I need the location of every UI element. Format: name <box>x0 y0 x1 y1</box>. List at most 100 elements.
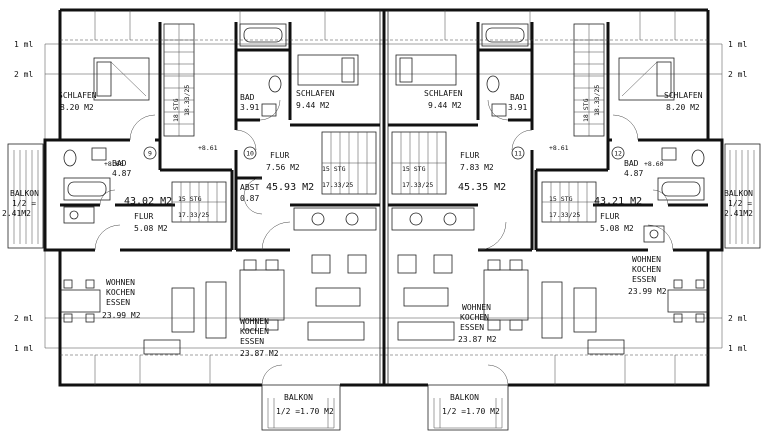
furniture-center-left <box>239 254 367 341</box>
kitchen-counter-right <box>643 225 665 243</box>
rafter-lines <box>94 10 676 385</box>
room-name-flur: FLUR <box>460 151 479 160</box>
unit-10-marker: 10 <box>243 146 257 160</box>
stair-rise-label: 17.33/25 <box>549 211 580 219</box>
unit-9-marker: 9 <box>143 146 157 160</box>
balcony-name: BALKON <box>10 189 39 198</box>
room-name-flur: FLUR <box>270 151 289 160</box>
unit-11-marker: 11 <box>511 146 525 160</box>
level-mark-1ml-left-bottom: 1 ml <box>14 344 33 353</box>
room-name-schlafen: SCHLAFEN <box>296 89 335 98</box>
interior-walls-left <box>60 22 380 252</box>
stair-left-lower <box>171 181 227 223</box>
room-area-wohnen: 23.87 M2 <box>240 349 279 358</box>
room-name-essen: ESSEN <box>240 337 264 346</box>
bed-right <box>618 57 675 101</box>
room-area-schlafen: 9.44 M2 <box>296 101 330 110</box>
stair-center-left <box>321 131 377 195</box>
room-area-schlafen: 8.20 M2 <box>666 103 700 112</box>
bath-fixtures-center-left <box>239 23 287 117</box>
stair-rise-label: 18.33/25 <box>593 85 601 116</box>
stair-label: 15 STG <box>322 165 346 173</box>
level-mark-1ml-right-top: 1 ml <box>728 40 747 49</box>
stair-label: 15 STG <box>402 165 426 173</box>
stair-left-upper <box>163 23 195 137</box>
stair-label: 15 STG <box>549 195 573 203</box>
balcony-name: BALKON <box>284 393 313 402</box>
furniture-center-right <box>397 254 529 341</box>
balcony-area: 1/2 =1.70 M2 <box>442 407 500 416</box>
room-name-kochen: KOCHEN <box>240 327 269 336</box>
stair-rise-label: 17.33/25 <box>402 181 433 189</box>
level-marker: +8.60 <box>644 160 664 168</box>
level-marker: +8.61 <box>549 144 569 152</box>
unit-12-marker: 12 <box>611 146 625 160</box>
stair-center-right <box>391 131 447 195</box>
svg-text:9: 9 <box>148 150 152 158</box>
door-swings <box>94 99 674 386</box>
stair-rise-label: 18.33/25 <box>183 85 191 116</box>
level-mark-2ml-right-top: 2 ml <box>728 70 747 79</box>
room-name-wohnen: WOHNEN <box>632 255 661 264</box>
room-area-bad: 3.91 <box>508 103 527 112</box>
svg-text:12: 12 <box>614 150 622 158</box>
room-area-schlafen: 9.44 M2 <box>428 101 462 110</box>
balcony-name: BALKON <box>450 393 479 402</box>
kitchen-counter-center-left <box>293 207 377 231</box>
balcony-area: 1/2 =1.70 M2 <box>276 407 334 416</box>
room-name-schlafen: SCHLAFEN <box>664 91 703 100</box>
room-name-bad: BAD <box>240 93 255 102</box>
bath-fixtures-center-right <box>481 23 529 117</box>
room-area-bad: 4.87 <box>112 169 131 178</box>
level-mark-1ml-right-bottom: 1 ml <box>728 344 747 353</box>
level-marker: +8.60 <box>104 160 124 168</box>
room-area-wohnen: 23.99 M2 <box>102 311 141 320</box>
stair-rise-label: 17.33/25 <box>322 181 353 189</box>
balcony-bottom-left <box>261 384 341 431</box>
room-name-flur: FLUR <box>600 212 619 221</box>
room-name-essen: ESSEN <box>632 275 656 284</box>
room-name-bad: BAD <box>112 159 127 168</box>
kitchen-counter-center-right <box>391 207 475 231</box>
room-name-kochen: KOCHEN <box>460 313 489 322</box>
room-name-wohnen: WOHNEN <box>106 278 135 287</box>
unit-total-area: 45.93 M2 <box>266 182 314 193</box>
kitchen-counter-left <box>63 206 95 224</box>
level-marker: +8.61 <box>198 144 218 152</box>
room-name-essen: ESSEN <box>106 298 130 307</box>
balcony-area: 1/2 = <box>728 199 752 208</box>
room-area-schlafen: 8.20 M2 <box>60 103 94 112</box>
balcony-area: 1/2 = <box>12 199 36 208</box>
room-name-wohnen: WOHNEN <box>240 317 269 326</box>
room-area-flur: 7.56 M2 <box>266 163 300 172</box>
room-area-flur: 5.08 M2 <box>134 224 168 233</box>
interior-walls-right <box>388 22 708 252</box>
stair-label: 18 STG <box>172 98 180 122</box>
room-name-bad: BAD <box>510 93 525 102</box>
room-name-kochen: KOCHEN <box>632 265 661 274</box>
bed-center-right <box>395 54 457 86</box>
stair-label: 15 STG <box>178 195 202 203</box>
level-mark-1ml-left-top: 1 ml <box>14 40 33 49</box>
room-name-essen: ESSEN <box>460 323 484 332</box>
level-mark-2ml-left-top: 2 ml <box>14 70 33 79</box>
room-name-wohnen: WOHNEN <box>462 303 491 312</box>
room-area-wohnen: 23.99 M2 <box>628 287 667 296</box>
room-area-abst: 0.87 <box>240 194 259 203</box>
unit-total-area: 43.02 M2 <box>124 196 172 207</box>
stair-rise-label: 17.33/25 <box>178 211 209 219</box>
svg-text:10: 10 <box>246 150 254 158</box>
stair-label: 18 STG <box>582 98 590 122</box>
unit-total-area: 45.35 M2 <box>458 182 506 193</box>
bath-fixtures-right <box>657 147 705 201</box>
balcony-area: 2.41M2 <box>2 209 31 218</box>
balcony-name: BALKON <box>724 189 753 198</box>
bed-center-left <box>297 54 359 86</box>
dashed-roof-lines <box>60 39 708 356</box>
bed-left <box>93 57 150 101</box>
level-mark-2ml-right-bottom: 2 ml <box>728 314 747 323</box>
room-name-abst: ABST <box>240 183 259 192</box>
stair-right-upper <box>573 23 605 137</box>
svg-text:11: 11 <box>514 150 522 158</box>
